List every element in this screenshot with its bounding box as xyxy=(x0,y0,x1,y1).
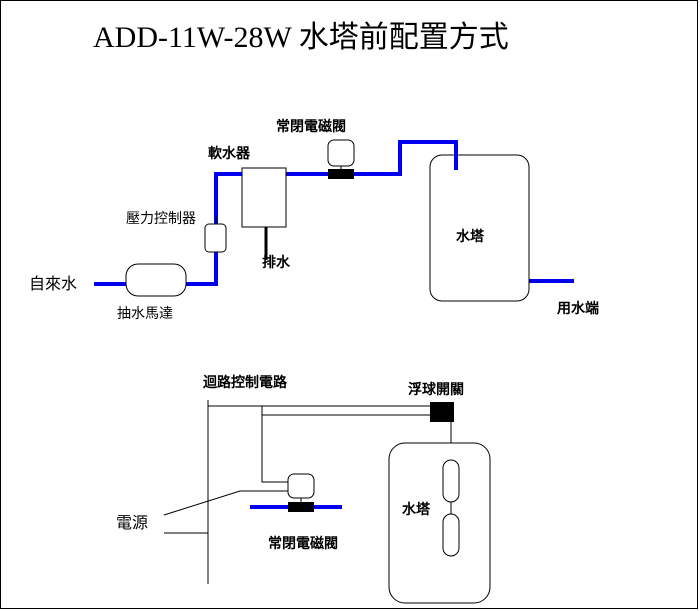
drain-label: 排水 xyxy=(262,254,291,271)
water-softener xyxy=(241,167,287,228)
float-lower xyxy=(442,513,460,557)
lower-solenoid-valve-body xyxy=(288,502,314,512)
float-switch-label: 浮球開關 xyxy=(408,381,464,398)
power-wire-upper xyxy=(163,490,288,516)
lower-tank-label: 水塔 xyxy=(402,501,431,518)
pressure-controller-label: 壓力控制器 xyxy=(126,211,196,227)
lower-solenoid-valve-label: 常閉電磁閥 xyxy=(268,535,338,552)
float-upper xyxy=(442,459,460,503)
softener-label: 軟水器 xyxy=(208,145,251,162)
pump xyxy=(125,263,187,297)
outlet-label: 用水端 xyxy=(557,300,599,317)
circuit-label: 迴路控制電路 xyxy=(202,374,288,391)
pressure-controller xyxy=(204,223,227,253)
tank-label: 水塔 xyxy=(456,228,485,245)
power-label: 電源 xyxy=(116,513,148,532)
lower-solenoid-valve-head xyxy=(287,473,315,499)
diagram-title: ADD-11W-28W 水塔前配置方式 xyxy=(93,21,509,54)
water-tank xyxy=(429,154,530,302)
circuit-wire-to-valve xyxy=(261,415,288,483)
circuit-wire-second xyxy=(261,406,430,416)
solenoid-valve-label: 常閉電磁閥 xyxy=(276,118,346,135)
city-water-label: 自來水 xyxy=(29,274,77,293)
float-switch xyxy=(430,402,454,422)
solenoid-valve-head xyxy=(327,139,355,167)
solenoid-valve-body xyxy=(328,169,354,179)
pump-label: 抽水馬達 xyxy=(117,306,173,322)
lower-water-tank xyxy=(388,442,491,604)
